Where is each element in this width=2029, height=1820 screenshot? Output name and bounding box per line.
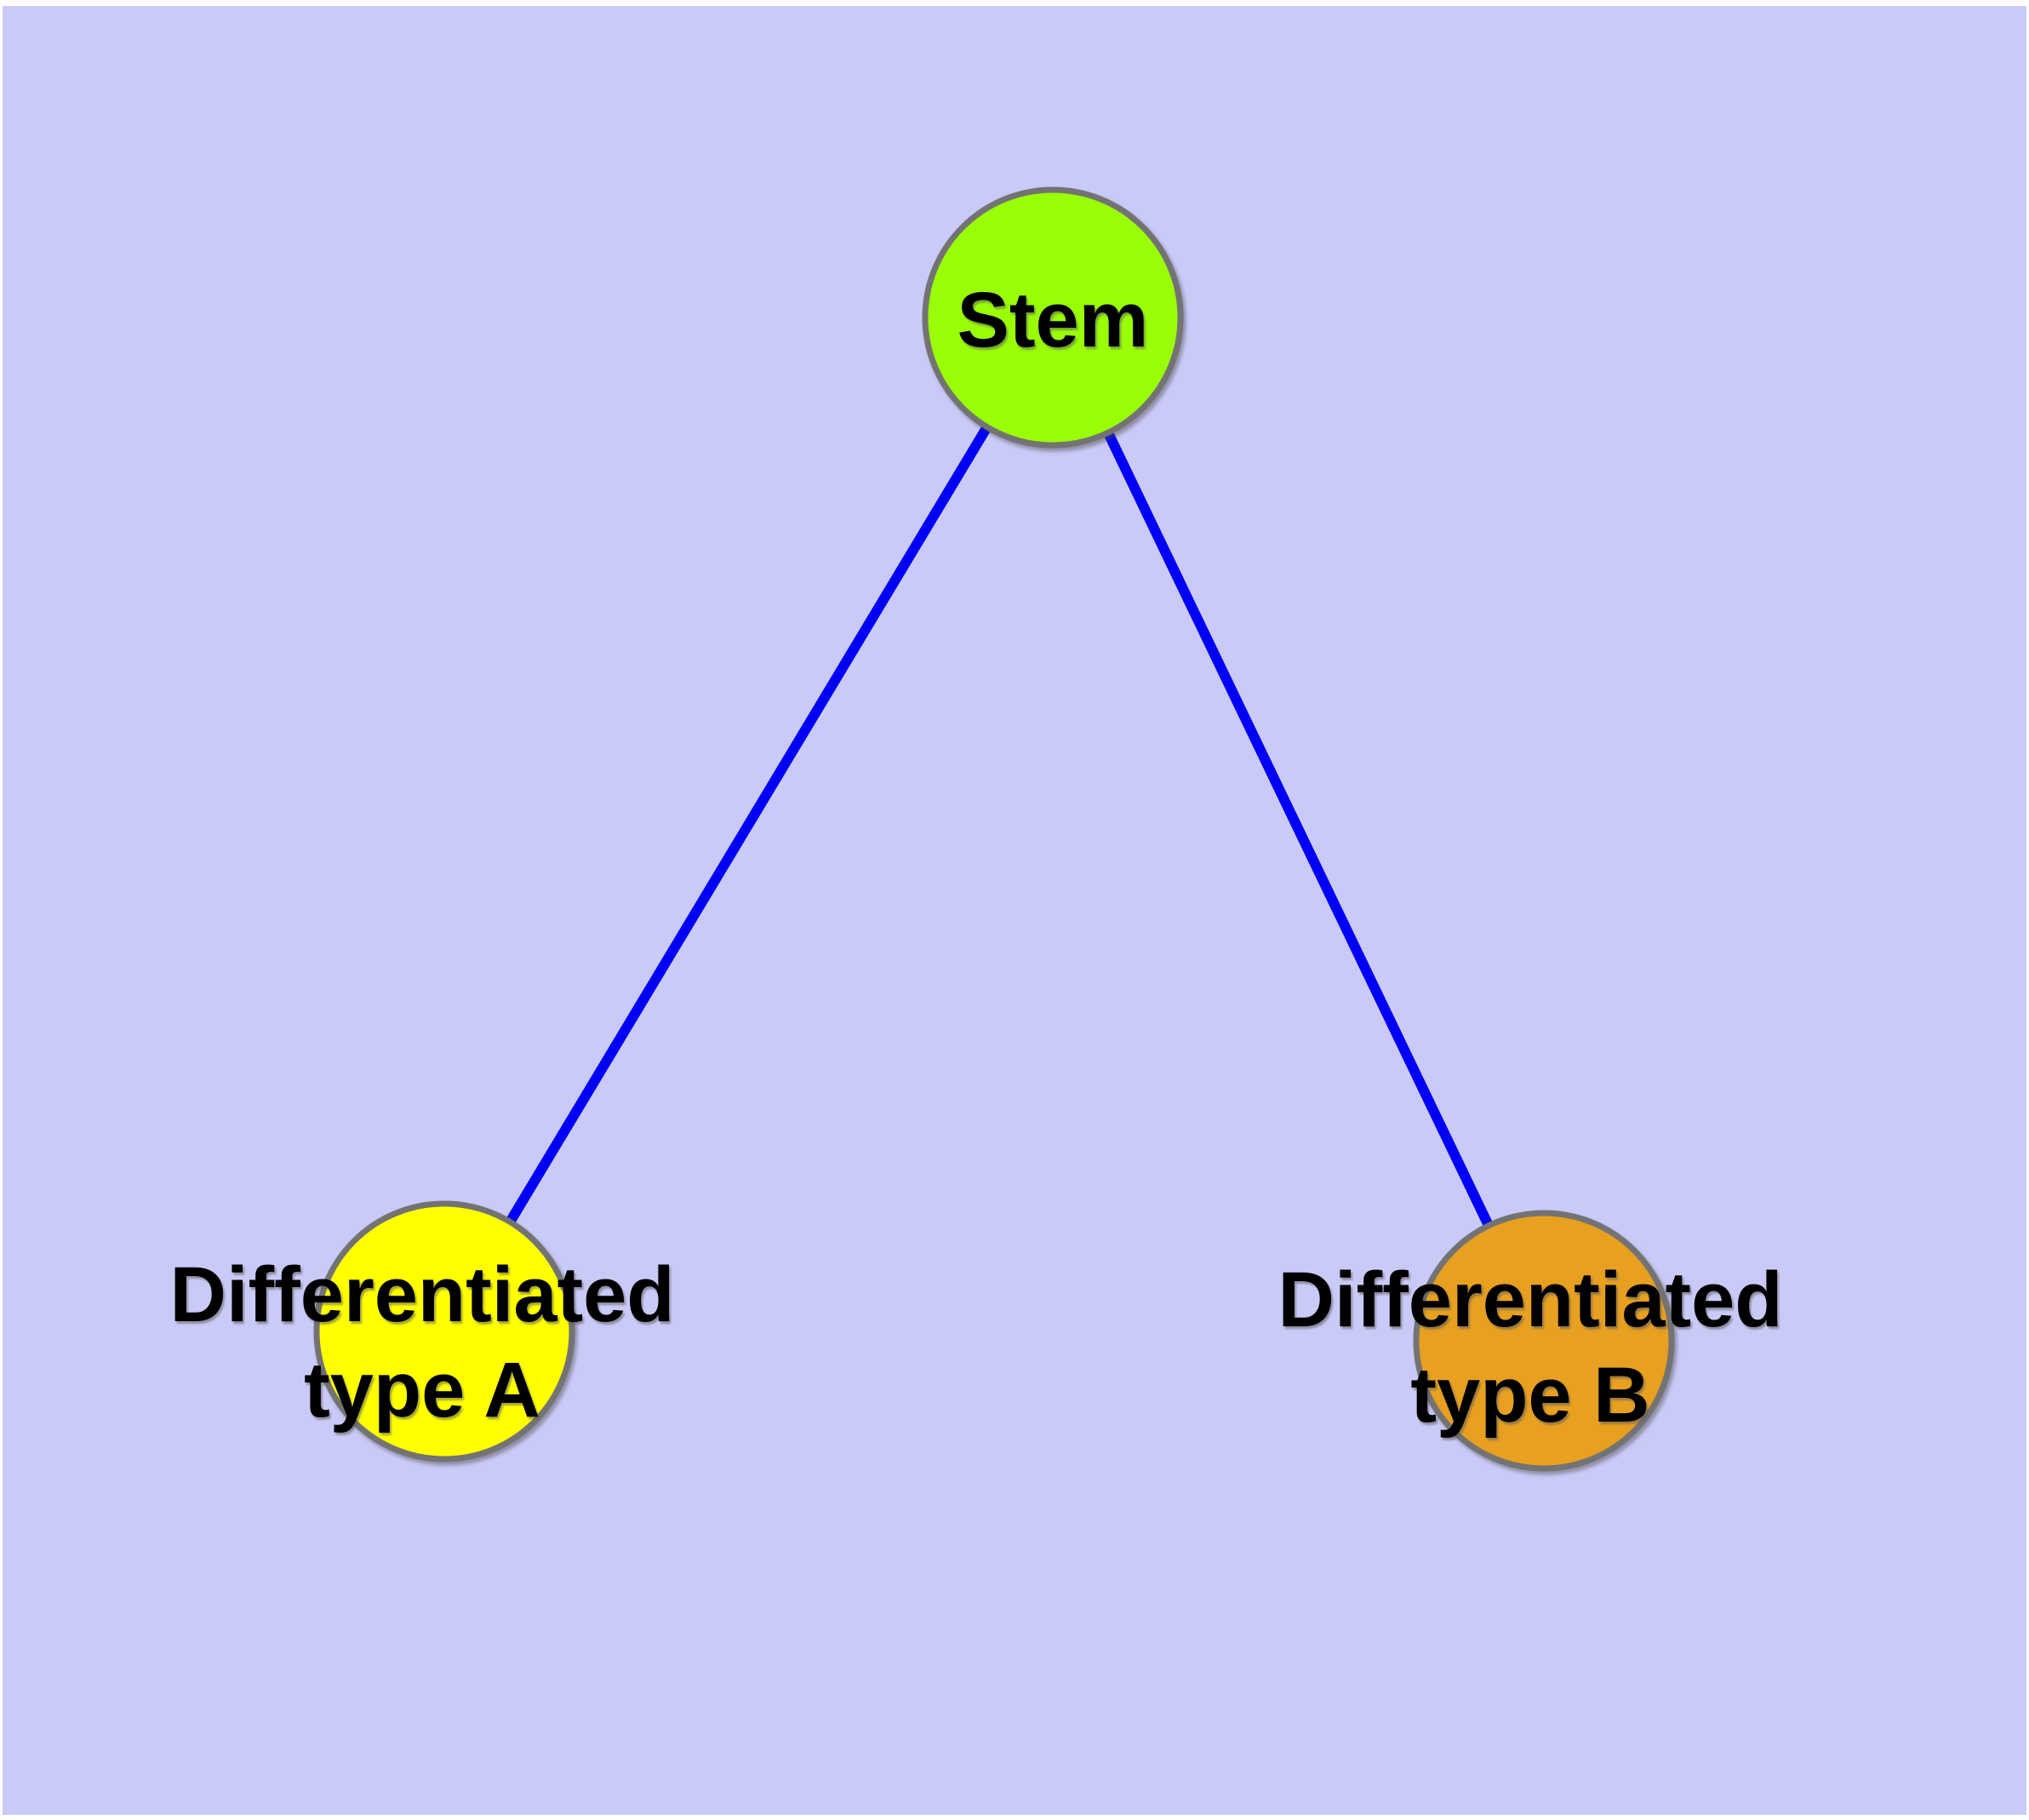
type-a-node-label-line1: Differentiated [170,1251,675,1338]
stem-node-circle [922,186,1184,449]
node-differentiated-type-b: Differentiated type B [1278,1210,1783,1472]
type-b-node-label-line1: Differentiated [1278,1256,1783,1343]
edge-stem-to-type-b [1048,315,1549,1343]
edge-stem-to-type-a [439,314,1058,1335]
node-differentiated-type-a: Differentiated type A [170,1200,675,1462]
type-a-node-label-line2: type A [304,1347,540,1434]
stem-node-label: Stem [957,277,1149,363]
type-b-node-circle [1413,1210,1675,1472]
type-a-node-circle [313,1200,575,1462]
node-stem: Stem [922,186,1184,449]
edge-layer [439,314,1549,1343]
type-b-node-label-line2: type B [1410,1352,1649,1439]
